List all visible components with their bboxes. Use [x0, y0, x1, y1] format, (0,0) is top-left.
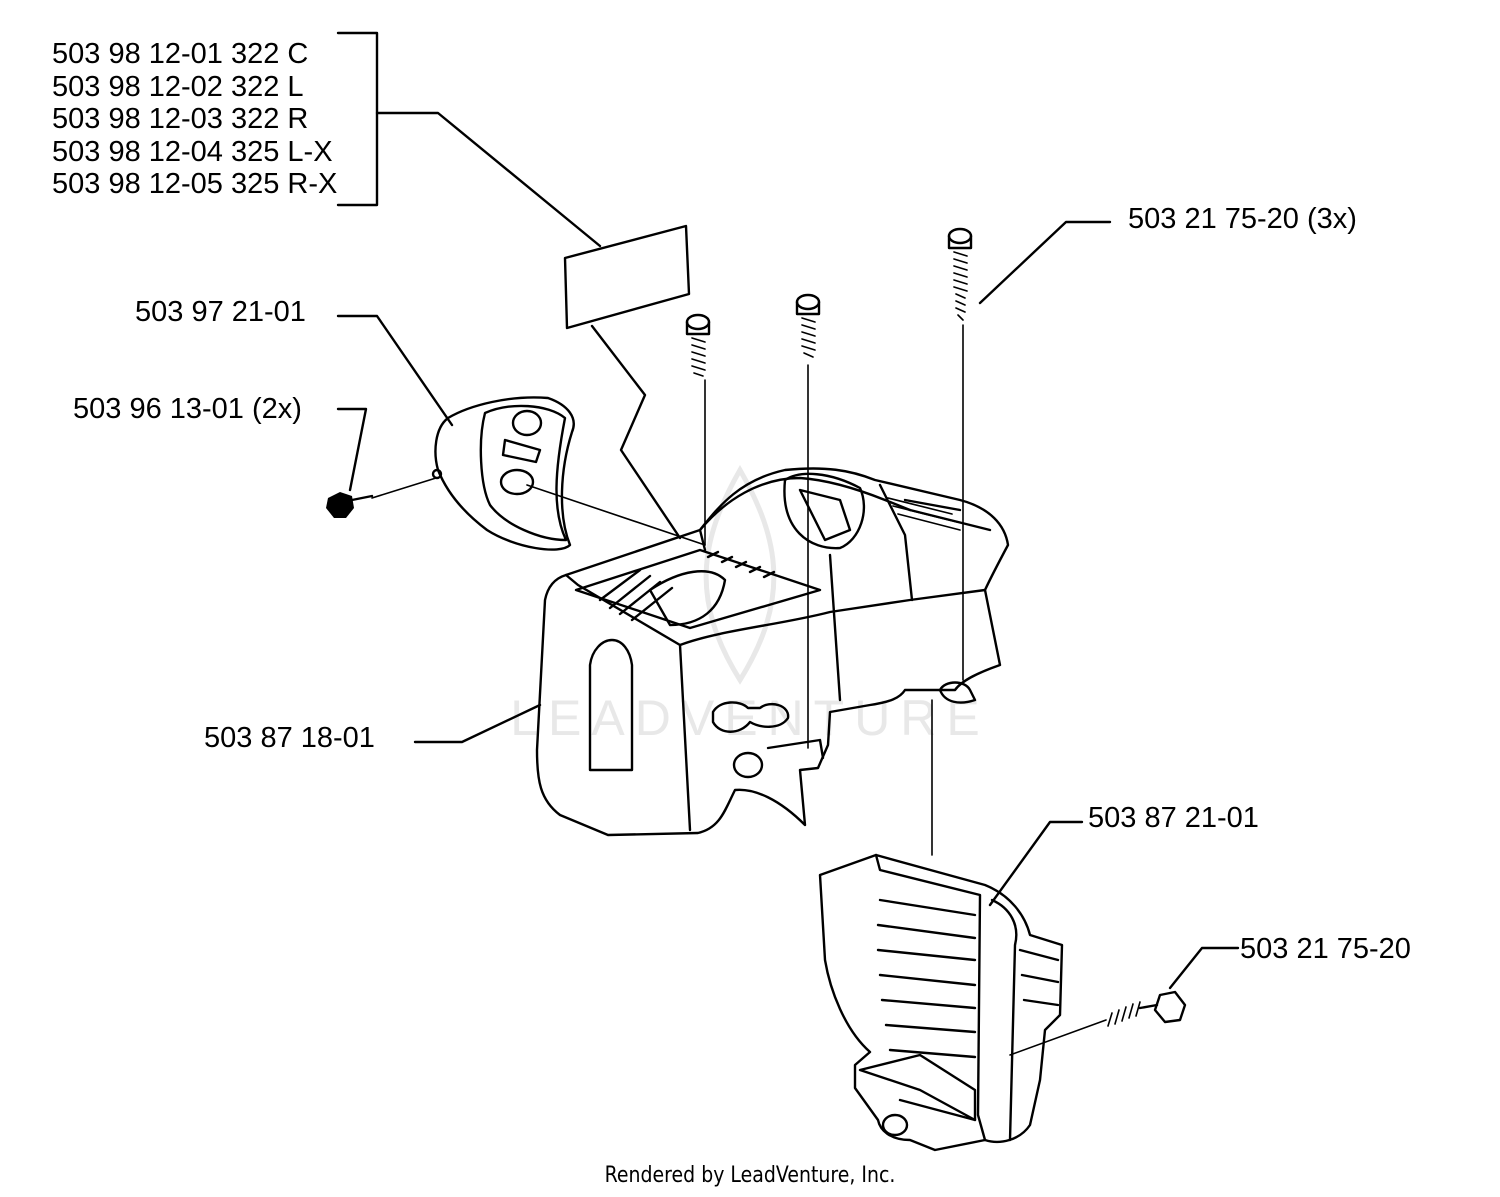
watermark-logo	[703, 464, 777, 685]
top-screw-leader	[978, 220, 1112, 305]
top-screw-1	[685, 313, 711, 546]
kit-leader	[375, 111, 602, 248]
top-screw-3	[947, 227, 973, 681]
kit-part-5: 503 98 12-05 325 R-X	[52, 168, 338, 200]
decal-leader	[590, 324, 682, 540]
side-cover-leader	[988, 820, 1084, 907]
callout-screw-top-3x: 503 21 75-20 (3x)	[1128, 203, 1357, 235]
callout-cylinder-cover: 503 87 18-01	[204, 722, 375, 754]
callout-screw-side: 503 21 75-20	[1240, 933, 1411, 965]
kit-part-list: 503 98 12-01 322 C 503 98 12-02 322 L 50…	[52, 38, 337, 201]
small-screw-leader	[336, 407, 368, 492]
small-screw	[326, 477, 437, 518]
kit-bracket	[336, 31, 379, 207]
top-screw-2	[795, 293, 821, 749]
kit-part-1: 503 98 12-01 322 C	[52, 38, 309, 70]
starter-cup-axis	[526, 484, 706, 546]
callout-screw-2x: 503 96 13-01 (2x)	[73, 393, 302, 425]
side-cover	[818, 853, 1064, 1152]
side-screw-leader	[1168, 946, 1240, 990]
kit-part-2: 503 98 12-02 322 L	[52, 70, 304, 103]
watermark-text: LEADVENTURE	[510, 690, 990, 746]
callout-starter-cup: 503 97 21-01	[135, 296, 306, 328]
starter-cup	[431, 396, 575, 551]
starter-cup-leader	[336, 314, 454, 427]
cylinder-cover-leader	[413, 703, 542, 744]
side-screw	[1009, 990, 1187, 1056]
decal-plate	[563, 224, 691, 330]
callout-side-cover: 503 87 21-01	[1088, 802, 1259, 834]
kit-part-3: 503 98 12-03 322 R	[52, 103, 309, 135]
cylinder-cover	[535, 467, 1010, 837]
footer-credit: Rendered by LeadVenture, Inc.	[604, 1163, 896, 1188]
kit-part-4: 503 98 12-04 325 L-X	[52, 135, 333, 168]
